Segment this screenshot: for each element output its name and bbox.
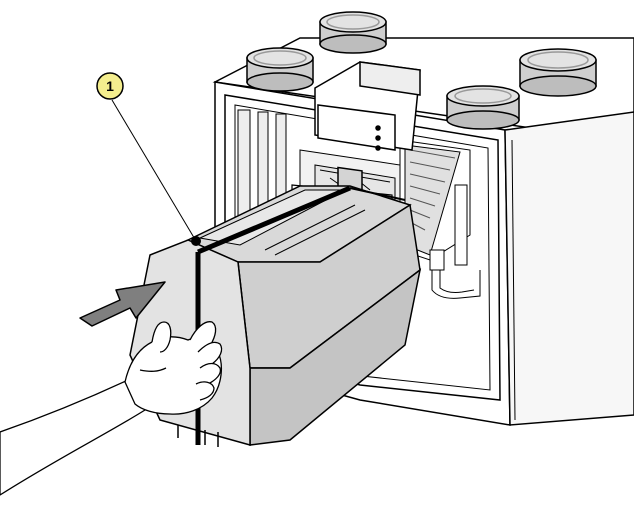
thumb — [151, 321, 172, 353]
callout-label: 1 — [106, 78, 114, 94]
callout-anchor-dot — [191, 236, 201, 246]
callout-1: 1 — [96, 72, 201, 246]
finger-4 — [195, 381, 215, 401]
finger-2 — [197, 341, 223, 365]
callout-leader-line — [111, 99, 197, 242]
control-panel — [314, 61, 421, 192]
callout-badge — [96, 72, 124, 100]
duct-collars — [246, 11, 597, 130]
duct-collar-rear-right — [519, 48, 597, 97]
duct-collar-front-left — [246, 47, 314, 92]
duct-collar-rear-left — [319, 11, 387, 54]
duct-collar-front-right — [446, 85, 520, 130]
finger-3 — [199, 362, 222, 385]
hand-holding-core — [0, 321, 223, 496]
unit-side-face — [504, 111, 634, 426]
arrow-right-icon — [79, 281, 166, 327]
finger-1 — [189, 321, 217, 347]
forearm — [0, 377, 148, 496]
